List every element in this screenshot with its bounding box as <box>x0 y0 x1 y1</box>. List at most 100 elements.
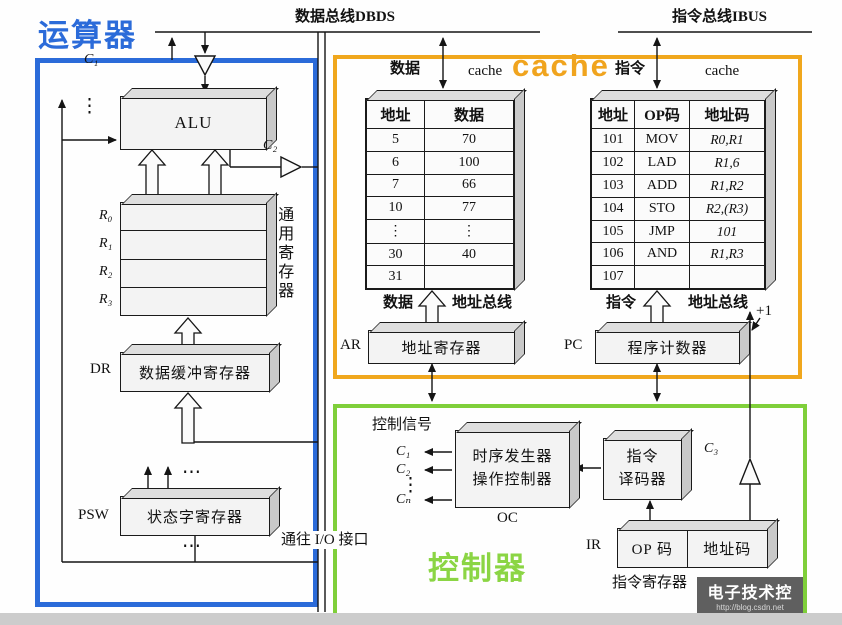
program-counter-box: 程序计数器 <box>595 330 740 364</box>
cell: 40 <box>424 242 514 267</box>
cell <box>689 265 765 289</box>
cell: R0,R1 <box>689 128 765 153</box>
gate-c1-triangle <box>193 55 217 77</box>
ir-caption-label: 指令寄存器 <box>612 575 688 591</box>
ir-abbr-label: IR <box>586 537 601 553</box>
cell: LAD <box>634 151 690 176</box>
instr-bus-label: 指令总线IBUS <box>672 9 768 25</box>
cell: 70 <box>424 128 514 152</box>
ar-abbr-label: AR <box>340 337 361 353</box>
instr-cache-label: 指令 <box>615 61 646 77</box>
cell: 6 <box>366 150 425 175</box>
alu-unit-title: 运算器 <box>38 18 137 53</box>
register-file-label: 通用寄存器 <box>275 206 293 301</box>
watermark-url: http://blog.csdn.net <box>716 603 784 612</box>
alu-unit-frame <box>35 58 318 607</box>
cell: 5 <box>366 128 425 152</box>
plus-one-label: +1 <box>756 303 772 319</box>
cell: 106 <box>591 242 635 267</box>
col-header: 地址 <box>366 98 425 130</box>
wires <box>58 31 812 612</box>
oc-label: OC <box>497 510 518 526</box>
cell: 31 <box>366 265 425 289</box>
bus-to-dr-arrow <box>173 392 203 444</box>
cache-word-right: cache <box>705 63 740 79</box>
cell: R1,R3 <box>689 242 765 267</box>
addr-bus-right-label: 地址总线 <box>688 295 749 311</box>
ctrl-cn-label: Cₙ <box>396 492 412 507</box>
table-header-row: 地址 OP码 地址码 <box>591 98 765 130</box>
addr-bus-left-label: 地址总线 <box>452 295 513 311</box>
gate-c2-triangle <box>280 155 303 179</box>
cell <box>634 265 690 289</box>
instr-out-label: 指令 <box>606 295 637 311</box>
pc-box-label: 程序计数器 <box>627 340 708 357</box>
reg-r1-label: R₁ <box>99 236 113 251</box>
ir-addr-field: 地址码 <box>686 529 767 567</box>
cell: 101 <box>591 128 635 153</box>
cell: AND <box>634 242 690 267</box>
table-row: 31 <box>366 265 514 289</box>
cell: 10 <box>366 196 425 220</box>
col-header: 数据 <box>424 98 514 130</box>
bottom-strip <box>0 613 842 625</box>
cell: MOV <box>634 128 690 153</box>
cell: ⋮ <box>366 218 425 244</box>
cache-word-left: cache <box>468 63 503 79</box>
cell: 100 <box>424 150 514 175</box>
alu-box: ALU <box>120 96 267 150</box>
cell: R2,(R3) <box>689 196 765 221</box>
data-out-label: 数据 <box>383 295 414 311</box>
decoder-line2: 译码器 <box>618 472 667 488</box>
cell: JMP <box>634 219 690 244</box>
register-row <box>121 230 266 258</box>
reg-r3-label: R₃ <box>99 292 113 307</box>
timing-line1: 时序发生器 <box>472 448 553 465</box>
cell: STO <box>634 196 690 221</box>
ctrl-c1-label: C₁ <box>396 444 411 459</box>
address-register-box: 地址寄存器 <box>368 330 515 364</box>
table-row: ⋮⋮ <box>366 218 514 244</box>
cell: ADD <box>634 174 690 198</box>
pc-abbr-label: PC <box>564 337 583 353</box>
c3-gate-label: C₃ <box>704 441 719 456</box>
cell: 7 <box>366 173 425 198</box>
control-signal-label: 控制信号 <box>372 417 433 433</box>
cache-title: cache <box>512 48 610 83</box>
register-row <box>121 258 266 287</box>
cell: R1,R2 <box>689 174 765 198</box>
table-header-row: 地址 数据 <box>366 98 514 130</box>
table-row: 107 <box>591 265 765 289</box>
watermark-name: 电子技术控 <box>707 585 793 602</box>
cache-frame <box>333 55 802 379</box>
instruction-register-box: OP 码 地址码 <box>617 528 768 568</box>
col-header: OP码 <box>634 98 690 130</box>
timing-operation-controller-box: 时序发生器 操作控制器 <box>455 430 570 508</box>
cell: 101 <box>689 219 765 244</box>
alu-left-vdots: ⋮ <box>80 96 100 117</box>
ctrl-c2-label: C₂ <box>396 462 411 477</box>
cell: 77 <box>424 196 514 220</box>
cell: 102 <box>591 151 635 176</box>
reg-r2-label: R₂ <box>99 264 113 279</box>
psw-box-label: 状态字寄存器 <box>146 509 243 526</box>
register-file-box <box>120 202 267 316</box>
col-header: 地址 <box>591 98 635 130</box>
cell: 105 <box>591 219 635 244</box>
cell: ⋮ <box>424 218 514 244</box>
data-buffer-register-box: 数据缓冲寄存器 <box>120 352 270 392</box>
psw-top-dots: ⋯ <box>182 462 202 483</box>
col-header: 地址码 <box>689 98 765 130</box>
ar-box-label: 地址寄存器 <box>401 340 482 357</box>
reg-r0-label: R₀ <box>99 208 113 223</box>
c2-gate-label: C₂ <box>263 138 278 153</box>
